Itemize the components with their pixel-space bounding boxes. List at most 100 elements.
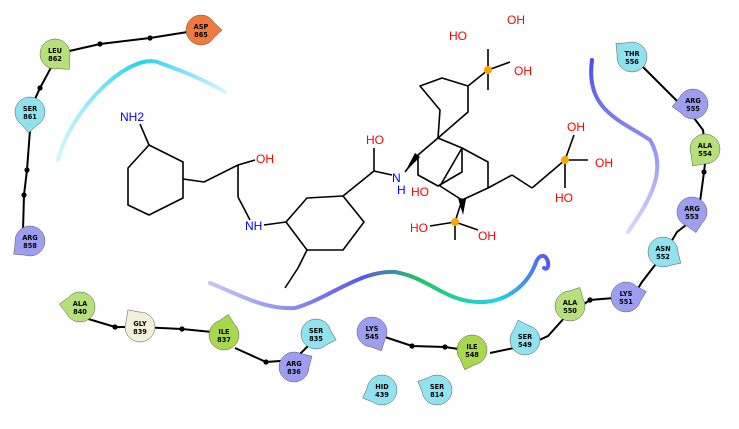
residue-name: ALA [698,142,713,150]
residue-number: 548 [465,351,479,359]
residue-number: 439 [375,391,389,399]
residue-number: 552 [656,253,670,261]
residue-number: 814 [430,391,444,399]
wedge-bond-2 [458,198,466,215]
residue-droplet [208,314,240,351]
sulfonic-ho-bottom-left: HO [410,221,428,235]
residue-number: 835 [309,335,323,343]
residue-number: 556 [625,58,639,66]
residue-number: 858 [23,242,37,250]
residue-name: GLY [133,320,147,328]
atom-labels: NH2 OH NH HO N H HO OH OH OH OH HO HO HO… [120,13,613,243]
residue-droplet [185,14,223,46]
residue-droplet [610,281,647,313]
residue-name: ARG [685,97,701,105]
sulfonic-ho-right-bottom: HO [555,191,573,205]
residue-droplet [356,316,388,352]
residue-number: 553 [685,213,699,221]
sulfonic-oh-top-right: OH [514,64,532,78]
residue-name: SER [430,383,444,391]
sulfur-atom [484,66,492,74]
residue-name: ILE [218,328,230,336]
hydroxyl-label-2: HO [366,133,384,147]
residue-name: ASP [194,23,209,31]
residue-droplet [300,318,337,350]
residue-number: 554 [698,150,712,158]
nh-label-2: N [392,171,401,185]
residue-number: 839 [133,328,147,336]
residue-droplet [13,225,46,257]
hydroxyl-label-1: OH [256,152,274,166]
residue-droplet [554,287,586,322]
residue-name: ILE [466,343,478,351]
residue-name: ARG [22,234,38,242]
backbone-lines [22,29,708,364]
residue-name: ARG [286,360,302,368]
residue-droplet [615,41,648,73]
residue-droplet [509,319,541,356]
residue-name: HID [375,383,389,391]
nh-label-1: NH [245,219,262,233]
ligand-bonds [127,49,588,289]
residue-name: ALA [563,299,578,307]
sulfonic-oh-bottom: OH [478,229,496,243]
residue-droplet [58,291,96,323]
residue-number: 555 [686,105,700,113]
ribbon-right [589,58,660,234]
residue-name: SER [518,333,532,341]
sulfonic-oh-right-top: OH [567,120,585,134]
residue-number: 549 [518,341,532,349]
sulfonic-oh-right: OH [595,156,613,170]
residue-droplet [14,96,46,134]
ribbon-bottom [208,253,551,311]
residue-droplet [278,351,313,383]
residue-number: 545 [365,333,379,341]
residue-name: SER [309,327,323,335]
sulfonic-ho-top-left: HO [449,29,467,43]
residue-droplet [671,88,709,120]
residue-name: LYS [620,290,633,298]
sulfur-atom [451,218,459,226]
residue-number: 550 [563,307,577,315]
residue-number: 551 [619,298,633,306]
residue-number: 836 [287,368,301,376]
wedge-bond [405,153,420,172]
sulfur-atom [561,156,569,164]
residue-droplet [417,374,453,406]
residue-name: LYS [366,325,379,333]
residue-name: ASN [655,245,670,253]
residue-name: LEU [48,47,62,55]
residue-name: THR [624,50,639,58]
residue-droplet [647,236,682,268]
residue-droplet [39,38,71,70]
residue-name: SER [23,105,37,113]
residue-name: ALA [73,300,88,308]
amine-label: NH2 [120,110,144,124]
residue-number: 861 [23,113,37,121]
residue-droplet [124,309,156,343]
sulfonic-ho-bottom-top: HO [411,185,429,199]
backbone-dots [21,35,707,365]
residue-droplet [362,374,398,406]
residue-number: 865 [194,31,208,39]
sulfonic-oh-top: OH [507,13,525,27]
nh-label-2-h: H [397,183,406,197]
